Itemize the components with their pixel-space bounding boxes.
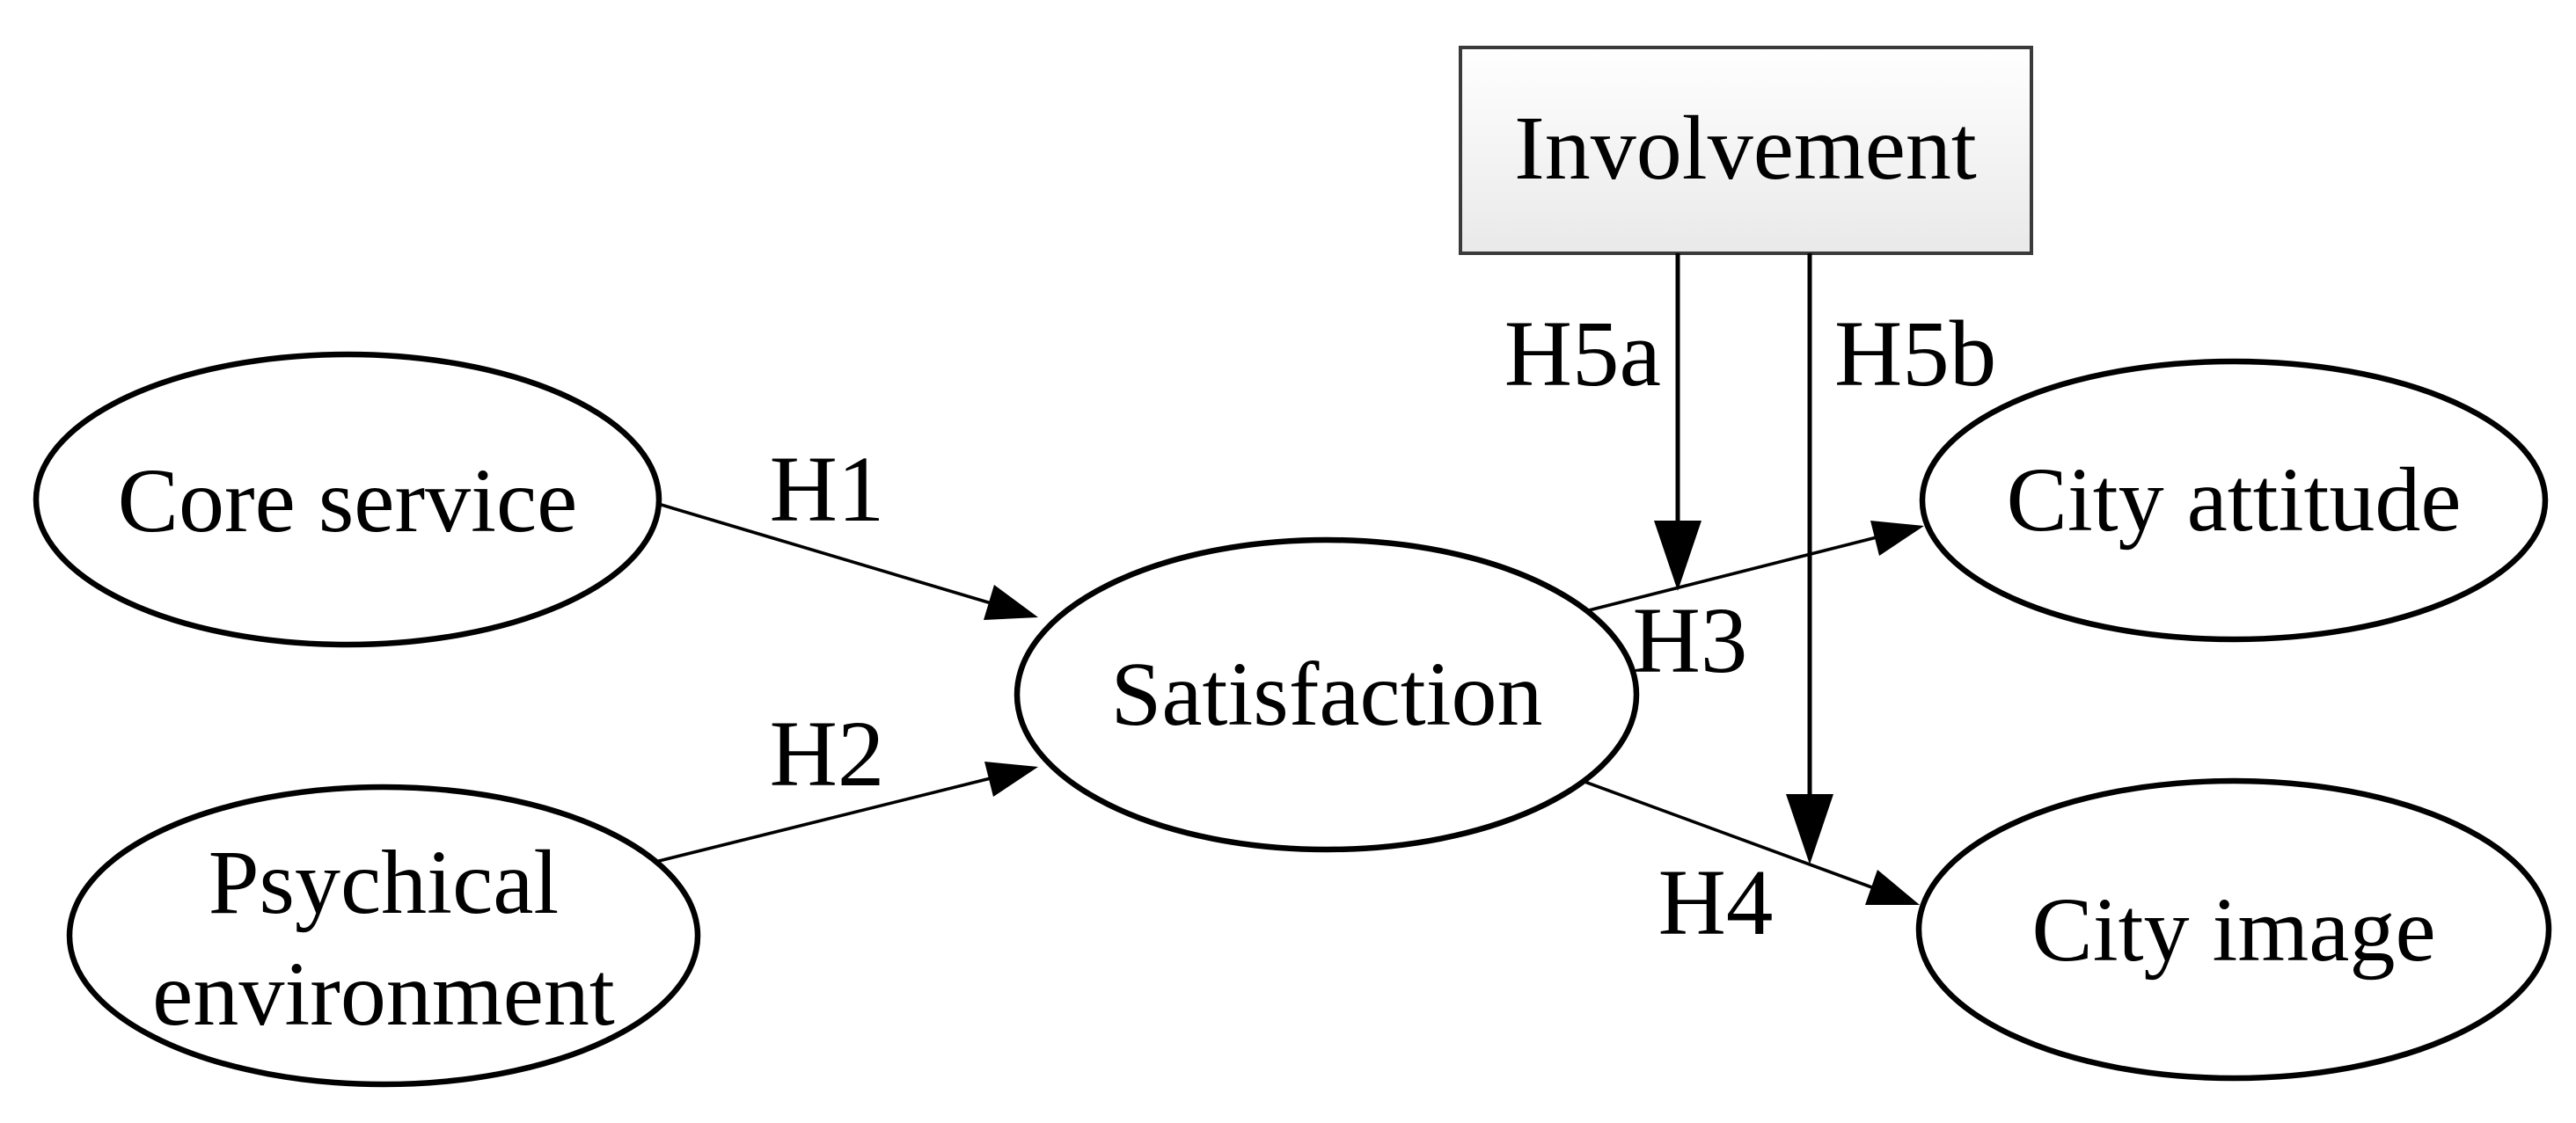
node-city-image-label: City image <box>2031 879 2435 981</box>
edge-h4 <box>1570 775 1920 905</box>
edge-h3-arrowhead <box>1870 521 1924 556</box>
node-city-attitude-label: City attitude <box>2006 449 2461 551</box>
edge-h1 <box>655 501 1038 620</box>
node-psychical-environment-label-line2: environment <box>152 944 615 1045</box>
node-involvement-box <box>1459 46 2033 255</box>
edge-h4-arrowhead <box>1865 870 1920 905</box>
edge-h3 <box>1581 521 1924 614</box>
node-city-attitude-ellipse <box>1919 358 2549 643</box>
edge-h5a <box>1654 253 1701 591</box>
edge-h5b-label: H5b <box>1834 303 1996 406</box>
edge-h2-line <box>648 776 995 865</box>
edge-h2-label: H2 <box>770 703 885 806</box>
edge-h5b <box>1786 253 1833 864</box>
edge-h5a-arrowhead <box>1654 521 1701 591</box>
edge-h4-label: H4 <box>1658 851 1774 955</box>
edge-h1-line <box>655 501 995 606</box>
edge-h3-line <box>1581 535 1881 614</box>
edge-h1-label: H1 <box>770 438 885 542</box>
node-psychical-environment-ellipse <box>66 784 701 1088</box>
edge-h5b-arrowhead <box>1786 794 1833 864</box>
node-core-service-ellipse <box>33 351 662 648</box>
node-satisfaction-label: Satisfaction <box>1110 644 1542 745</box>
edge-h1-arrowhead <box>984 585 1038 620</box>
edge-h2-arrowhead <box>984 762 1038 797</box>
node-city-image-ellipse <box>1915 777 2552 1082</box>
edge-h2 <box>648 762 1038 865</box>
node-core-service-label: Core service <box>118 450 578 551</box>
edge-h5a-label: H5a <box>1504 303 1661 406</box>
node-involvement-label: Involvement <box>1514 98 1977 199</box>
edge-h3-label: H3 <box>1633 589 1748 693</box>
node-satisfaction-ellipse <box>1014 536 1640 853</box>
node-psychical-environment-label-line1: Psychical <box>209 832 560 933</box>
edge-h4-line <box>1570 775 1877 891</box>
